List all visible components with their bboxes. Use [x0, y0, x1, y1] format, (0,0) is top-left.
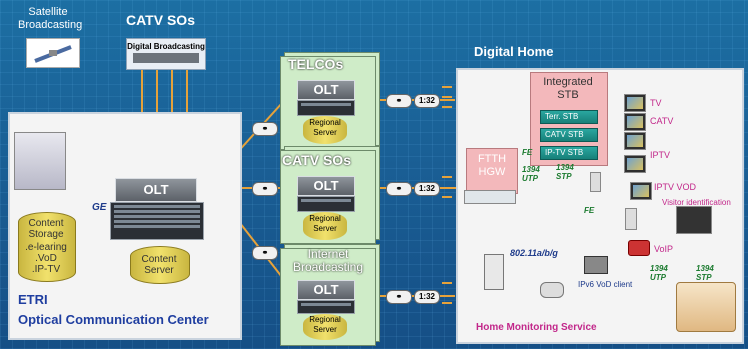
coupler-icon: ⚭	[386, 94, 412, 108]
camera-doorphone-icon	[625, 208, 637, 230]
tv-icon	[624, 113, 646, 131]
etri-olt: OLT	[115, 178, 197, 202]
center-rack	[297, 196, 355, 212]
storage-item: .VoD	[35, 253, 57, 264]
coupler-icon: ⚭	[252, 182, 278, 196]
center-olt: OLT	[297, 280, 355, 300]
catv-top-title: CATV SOs	[126, 12, 195, 28]
center-olt: OLT	[297, 80, 355, 100]
camera-icon	[540, 282, 564, 298]
fiber-drop	[442, 302, 452, 304]
ge-label: GE	[92, 202, 107, 213]
fiber-drop	[442, 176, 452, 178]
center-title: CATV SOs	[282, 152, 351, 168]
service-label: IPTV VOD	[654, 182, 697, 192]
fiber-drop	[442, 106, 452, 108]
splitter-1-32: 1:32	[414, 94, 440, 108]
service-label: IPTV	[650, 150, 671, 160]
coupler-icon: ⚭	[252, 122, 278, 136]
satellite-label: Satellite Broadcasting	[18, 6, 83, 31]
fiber-drop	[442, 96, 452, 98]
monitoring-label: Home Monitoring Service	[476, 322, 597, 333]
tv-icon	[624, 94, 646, 112]
fiber-drop	[442, 196, 452, 198]
regional-server-cylinder	[303, 212, 347, 240]
content-storage-cylinder	[18, 212, 76, 282]
vod-client-label: IPv6 VoD client	[578, 280, 633, 289]
center-rack	[297, 300, 355, 314]
center-title: TELCOs	[288, 56, 344, 72]
regional-server-label: Regional Server	[309, 118, 341, 137]
service-label: CATV	[650, 116, 674, 126]
utp-label: 1394 UTP	[650, 264, 668, 282]
etri-title: ETRI	[18, 292, 48, 307]
content-server-label: Content Server	[141, 254, 177, 276]
broadcast-server-icon	[133, 53, 199, 63]
stp-label: 1394 STP	[556, 163, 574, 181]
integrated-stb-title: Integrated STB	[543, 76, 593, 101]
tv-icon	[624, 132, 646, 150]
laptop-icon	[584, 256, 608, 274]
splitter-1-32: 1:32	[414, 182, 440, 196]
fe-label: FE	[584, 206, 595, 215]
center-rack	[297, 100, 355, 116]
regional-server-label: Regional Server	[309, 315, 341, 334]
storage-item: .IP-TV	[31, 264, 61, 275]
digital-broadcasting-box: Digital Broadcasting	[126, 38, 206, 70]
stp-label: 1394 STP	[696, 264, 714, 282]
fiber-drop	[442, 86, 452, 88]
content-storage-label: Content Storage	[28, 218, 64, 240]
stb-item: Terr. STB	[540, 110, 598, 124]
coupler-icon: ⚭	[386, 182, 412, 196]
stb-item: CATV STB	[540, 128, 598, 142]
ftth-hgw: FTTH HGW	[466, 148, 518, 194]
converter-icon	[590, 172, 601, 192]
regional-server-cylinder	[303, 116, 347, 144]
fe-label: FE	[522, 148, 533, 157]
fiber-drop	[442, 282, 452, 284]
phone-icon	[628, 240, 650, 256]
regional-server-label: Regional Server	[309, 214, 341, 233]
regional-server-cylinder	[303, 314, 347, 340]
home-title: Digital Home	[474, 44, 554, 59]
center-olt: OLT	[297, 176, 355, 196]
coupler-icon: ⚭	[386, 290, 412, 304]
wifi-label: 802.11a/b/g	[510, 248, 558, 258]
tv-icon	[624, 155, 646, 173]
service-label: VoIP	[654, 244, 674, 254]
doorbell-icon	[484, 254, 504, 290]
splitter-1-32: 1:32	[414, 290, 440, 304]
hgw-device-icon	[464, 190, 516, 204]
server-cluster-icon	[14, 132, 66, 190]
etri-rack	[110, 202, 204, 240]
center-title: Internet Broadcasting	[292, 247, 364, 274]
display-panel-icon	[676, 206, 712, 234]
storage-item: .e-learing	[25, 242, 67, 253]
coupler-icon: ⚭	[252, 246, 278, 260]
etri-subtitle: Optical Communication Center	[18, 312, 209, 327]
satellite-icon	[26, 38, 80, 68]
family-icon	[676, 282, 736, 332]
service-label: Visitor identification	[662, 198, 731, 207]
utp-label: 1394 UTP	[522, 165, 540, 183]
content-server-cylinder	[130, 246, 190, 284]
digital-broadcasting-label: Digital Broadcasting	[127, 42, 205, 51]
stb-item: IP-TV STB	[540, 146, 598, 160]
tv-icon	[630, 182, 652, 200]
service-label: TV	[650, 98, 662, 108]
